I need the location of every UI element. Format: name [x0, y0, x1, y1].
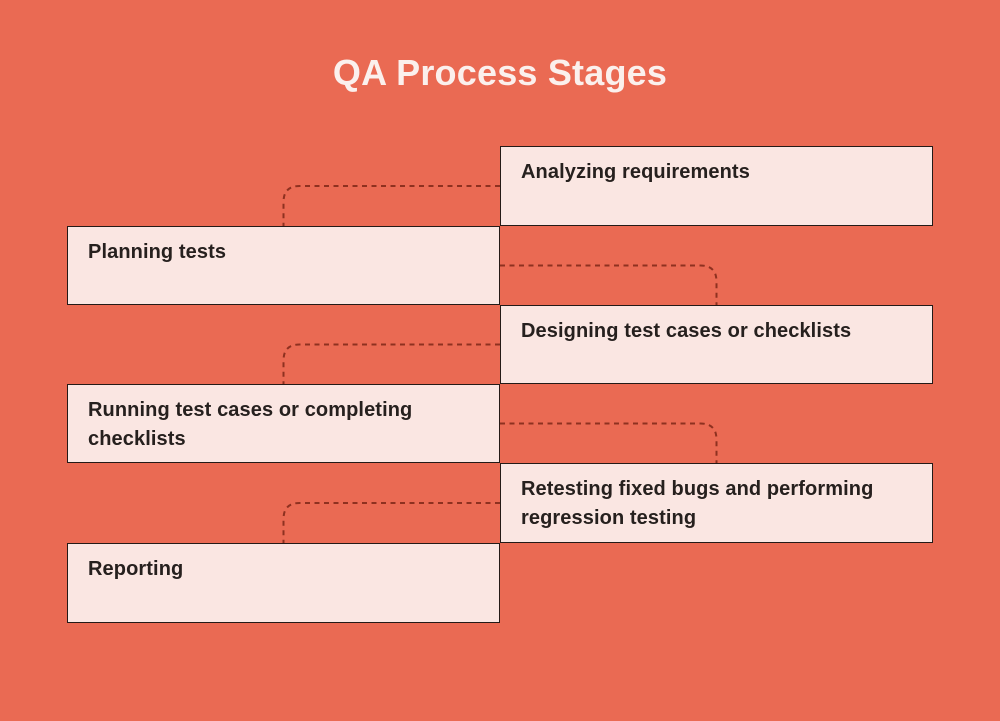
stage-label: Planning tests: [88, 241, 227, 263]
stage-box: Designing test cases or checklists: [500, 305, 933, 384]
stage-connector: [282, 185, 500, 226]
stage-label: Analyzing requirements: [521, 161, 750, 183]
stage-box: Analyzing requirements: [500, 146, 933, 226]
diagram-title: QA Process Stages: [332, 52, 668, 93]
stage-label: Reporting: [88, 558, 184, 580]
stage-box: Reporting: [67, 543, 500, 623]
stage-connector: [282, 343, 500, 384]
stage-connector: [500, 264, 718, 305]
stage-box: Retesting fixed bugs and performing regr…: [500, 463, 933, 543]
stage-label: Designing test cases or checklists: [521, 320, 852, 342]
stage-connector: [500, 422, 718, 463]
stage-box: Planning tests: [67, 226, 500, 305]
stage-box: Running test cases or completing checkli…: [67, 384, 500, 463]
stage-connector: [282, 502, 500, 543]
stage-label: Running test cases or completing checkli…: [88, 399, 413, 450]
stage-label: Retesting fixed bugs and performing regr…: [521, 478, 874, 529]
